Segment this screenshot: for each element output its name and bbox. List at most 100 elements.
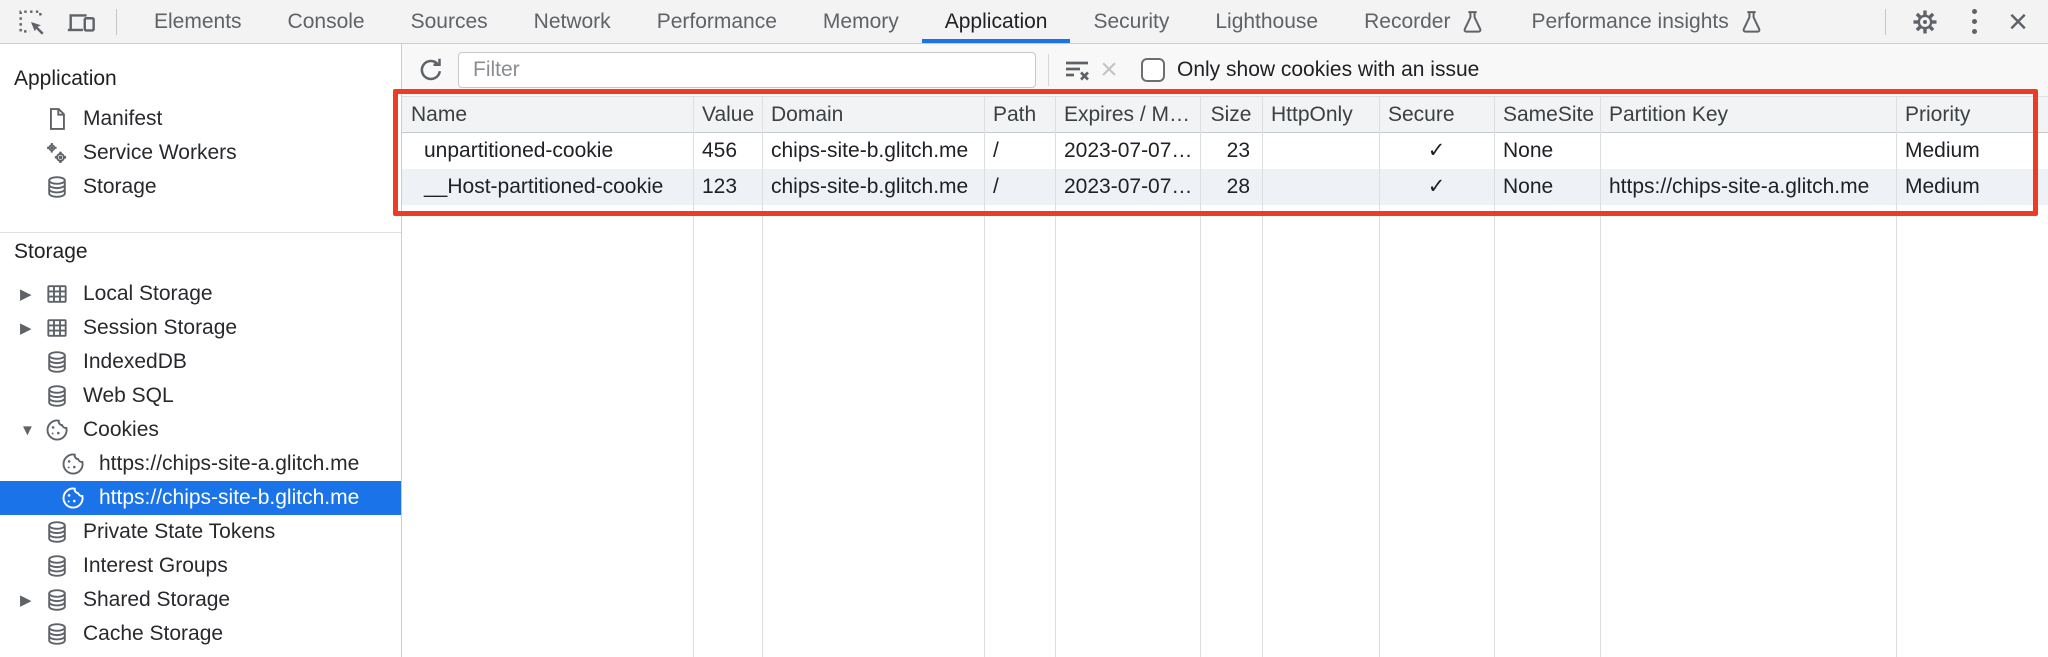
cell-name[interactable]: unpartitioned-cookie <box>424 139 614 162</box>
column-divider[interactable] <box>1896 97 1897 657</box>
cell-partition-key[interactable]: https://chips-site-a.glitch.me <box>1609 175 1870 198</box>
database-icon <box>44 621 70 647</box>
filter-input[interactable] <box>458 52 1036 88</box>
cookie-row-host-partitioned[interactable]: __Host-partitioned-cookie 123 chips-site… <box>402 169 2048 205</box>
sidebar-item-shared-storage[interactable]: ▶ Shared Storage <box>20 588 231 611</box>
database-icon <box>44 519 70 545</box>
cell-value[interactable]: 456 <box>702 139 738 162</box>
sidebar-item-service-workers[interactable]: Service Workers <box>0 136 401 170</box>
cell-httponly[interactable] <box>1262 169 1379 205</box>
tab-application[interactable]: Application <box>922 0 1071 43</box>
only-issue-label[interactable]: Only show cookies with an issue <box>1177 58 1480 81</box>
cell-domain[interactable]: chips-site-b.glitch.me <box>771 175 969 198</box>
column-header-size[interactable]: Size <box>1210 103 1252 126</box>
sidebar-item-indexeddb[interactable]: IndexedDB <box>0 345 401 379</box>
column-divider[interactable] <box>762 97 763 657</box>
cell-priority[interactable]: Medium <box>1905 175 1980 198</box>
column-header-expires[interactable]: Expires / M… <box>1064 103 1191 126</box>
application-sidebar: Application Manifest <box>0 44 402 657</box>
cell-samesite[interactable]: None <box>1503 139 1554 162</box>
tab-sources[interactable]: Sources <box>410 9 488 33</box>
tabbar-right-controls: × <box>1885 0 2048 43</box>
toolbar-separator <box>1048 54 1049 86</box>
cell-partition-key[interactable] <box>1600 133 1896 169</box>
tab-memory[interactable]: Memory <box>822 9 899 33</box>
cell-samesite[interactable]: None <box>1503 175 1554 198</box>
column-header-domain[interactable]: Domain <box>771 103 844 126</box>
column-divider[interactable] <box>1055 97 1056 657</box>
sidebar-item-cookies[interactable]: ▼ Cookies <box>20 417 159 443</box>
cell-domain[interactable]: chips-site-b.glitch.me <box>771 139 969 162</box>
cell-size[interactable]: 28 <box>1226 175 1250 198</box>
tab-lighthouse[interactable]: Lighthouse <box>1215 9 1319 33</box>
cell-path[interactable]: / <box>993 139 999 162</box>
tab-console[interactable]: Console <box>287 9 365 33</box>
column-divider[interactable] <box>1600 97 1601 657</box>
column-divider[interactable] <box>1262 97 1263 657</box>
inspect-element-icon[interactable] <box>16 7 46 37</box>
chevron-collapsed-icon[interactable]: ▶ <box>20 320 32 337</box>
column-header-partition-key[interactable]: Partition Key <box>1609 103 1729 126</box>
more-options-kebab-icon[interactable] <box>1964 9 1984 34</box>
table-icon <box>44 315 70 341</box>
column-divider[interactable] <box>1494 97 1495 657</box>
cell-path[interactable]: / <box>993 175 999 198</box>
sidebar-item-private-state-tokens[interactable]: Private State Tokens <box>0 515 401 549</box>
sidebar-item-session-storage[interactable]: ▶ Session Storage <box>20 315 238 341</box>
chevron-expanded-icon[interactable]: ▼ <box>20 421 35 439</box>
sidebar-item-cookies-chips-site-b[interactable]: https://chips-site-b.glitch.me <box>0 481 401 515</box>
chevron-collapsed-icon[interactable]: ▶ <box>20 286 32 303</box>
settings-gear-icon[interactable] <box>1910 7 1940 37</box>
cell-httponly[interactable] <box>1262 133 1379 169</box>
delete-cookie-icon[interactable]: × <box>1100 53 1118 86</box>
tab-performance[interactable]: Performance <box>656 9 777 33</box>
column-header-value[interactable]: Value <box>702 103 755 126</box>
document-icon <box>44 106 70 132</box>
only-issue-checkbox[interactable] <box>1141 58 1165 82</box>
sidebar-item-manifest[interactable]: Manifest <box>0 102 401 136</box>
column-divider[interactable] <box>1200 97 1201 657</box>
tab-elements[interactable]: Elements <box>154 9 242 33</box>
sidebar-item-web-sql[interactable]: Web SQL <box>0 379 401 413</box>
tab-recorder[interactable]: Recorder <box>1341 0 1508 43</box>
cookie-icon <box>60 451 86 477</box>
column-divider[interactable] <box>1379 97 1380 657</box>
cookie-row-unpartitioned[interactable]: unpartitioned-cookie 456 chips-site-b.gl… <box>402 133 2048 169</box>
cell-secure-check[interactable]: ✓ <box>1427 139 1446 162</box>
column-header-httponly[interactable]: HttpOnly <box>1271 103 1353 126</box>
clear-filter-icon[interactable] <box>1061 54 1093 86</box>
sidebar-item-local-storage[interactable]: ▶ Local Storage <box>20 282 213 305</box>
chevron-collapsed-icon[interactable]: ▶ <box>20 592 32 609</box>
cookie-icon <box>44 417 70 443</box>
cell-secure-check[interactable]: ✓ <box>1427 175 1446 198</box>
database-icon <box>44 553 70 579</box>
column-divider[interactable] <box>693 97 694 657</box>
sidebar-item-cache-storage[interactable]: Cache Storage <box>0 617 401 651</box>
tab-performance-insights[interactable]: Performance insights <box>1508 0 1786 43</box>
column-header-priority[interactable]: Priority <box>1905 103 1971 126</box>
cell-size[interactable]: 23 <box>1226 139 1250 162</box>
cell-expires[interactable]: 2023-07-07… <box>1064 175 1193 198</box>
cookie-table-header: Name Value Domain Path Expires / M… Size… <box>402 97 2048 133</box>
tab-network[interactable]: Network <box>533 9 611 33</box>
cell-expires[interactable]: 2023-07-07… <box>1064 139 1193 162</box>
tabbar-separator <box>1885 8 1887 35</box>
section-title-storage: Storage <box>14 240 88 263</box>
sidebar-item-interest-groups[interactable]: Interest Groups <box>0 549 401 583</box>
column-header-name[interactable]: Name <box>411 103 468 126</box>
close-devtools-icon[interactable]: × <box>2008 2 2028 41</box>
column-header-path[interactable]: Path <box>993 103 1037 126</box>
sidebar-item-storage[interactable]: Storage <box>0 170 401 204</box>
column-divider[interactable] <box>984 97 985 657</box>
sidebar-item-cookies-chips-site-a[interactable]: https://chips-site-a.glitch.me <box>0 447 401 481</box>
tab-security[interactable]: Security <box>1093 9 1170 33</box>
device-toolbar-icon[interactable] <box>66 7 96 37</box>
cell-priority[interactable]: Medium <box>1905 139 1980 162</box>
cell-name[interactable]: __Host-partitioned-cookie <box>424 175 664 198</box>
service-workers-icon <box>44 140 70 166</box>
cell-value[interactable]: 123 <box>702 175 738 198</box>
column-header-samesite[interactable]: SameSite <box>1503 103 1595 126</box>
column-header-secure[interactable]: Secure <box>1388 103 1455 126</box>
refresh-icon[interactable] <box>414 53 448 87</box>
